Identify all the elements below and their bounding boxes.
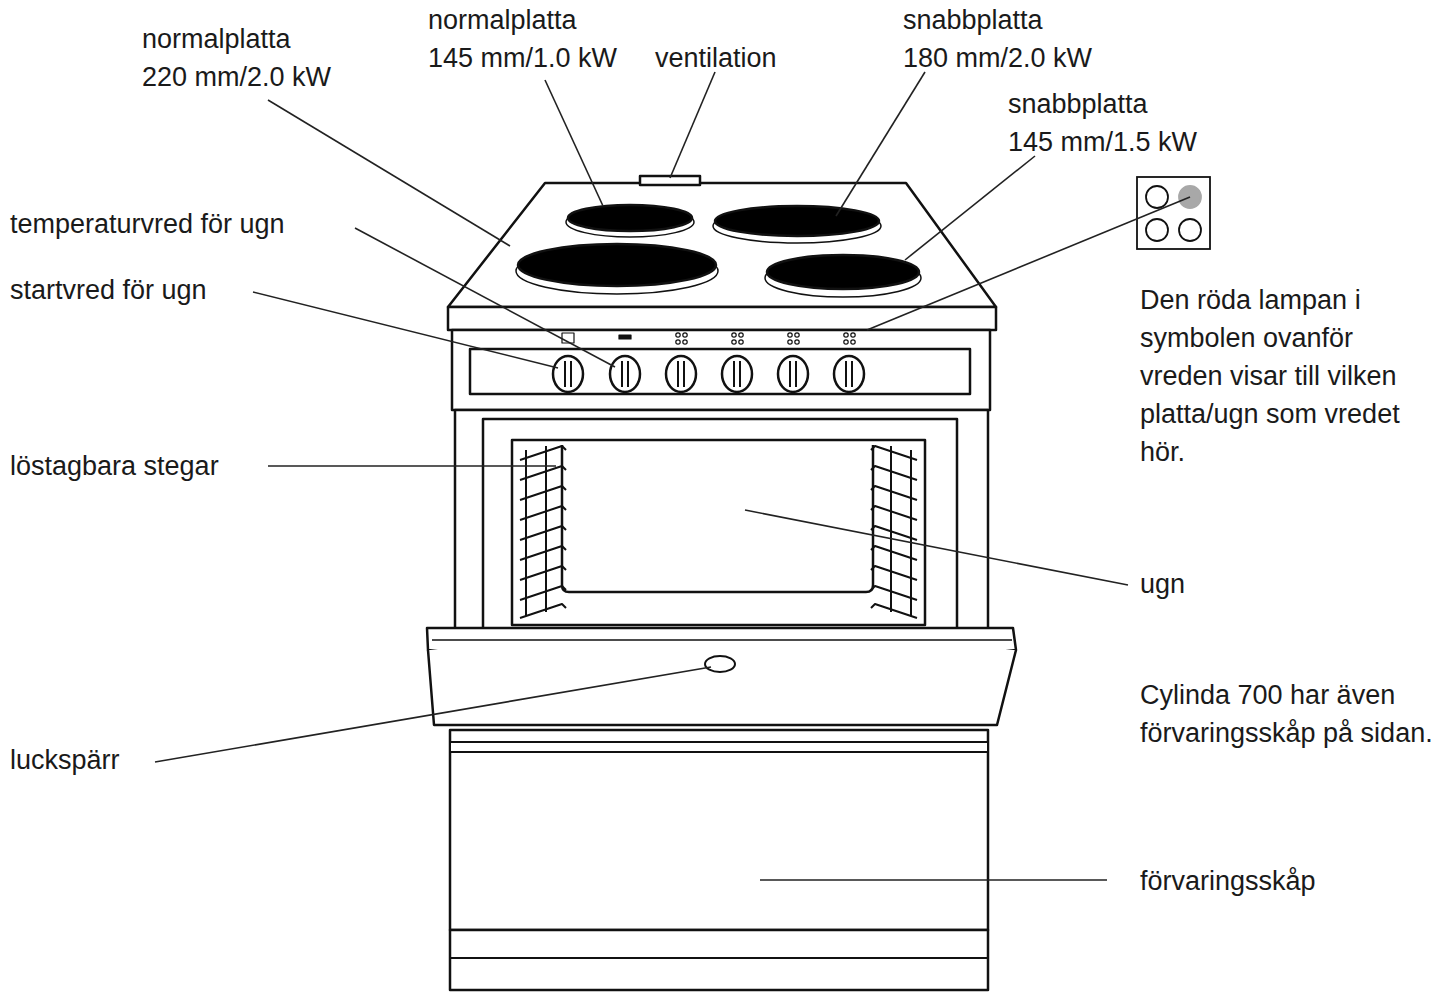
leader-lines [155, 72, 1190, 880]
knob [778, 356, 808, 392]
leader-line [905, 156, 1035, 260]
part-label: snabbplatta 180 mm/2.0 kW [903, 1, 1095, 77]
part-label: temperaturvred för ugn [10, 205, 285, 243]
part-label: Den röda lampan i symbolen ovanför vrede… [1140, 281, 1412, 471]
knob-grip [734, 361, 740, 387]
knobs [553, 356, 864, 392]
leader-line [670, 72, 715, 178]
part-label: ugn [1140, 565, 1185, 603]
leader-line [355, 228, 615, 367]
door-lock [705, 656, 735, 672]
knob [666, 356, 696, 392]
oven-door-front [428, 650, 1016, 725]
leader-line [745, 510, 1128, 585]
storage-drawer [450, 730, 988, 930]
leader-line [836, 72, 925, 216]
oven-body [455, 410, 988, 632]
oven-symbol [619, 335, 631, 339]
part-label: luckspärr [10, 741, 120, 779]
leader-line [155, 667, 711, 762]
knob [610, 356, 640, 392]
knob-grip [565, 361, 571, 387]
hotplate [767, 255, 919, 289]
knob-symbols [562, 333, 855, 344]
knob [553, 356, 583, 392]
oven-opening [483, 419, 957, 629]
control-panel [452, 330, 990, 410]
knob-grip [622, 361, 628, 387]
leader-line [545, 80, 603, 206]
drawer-handle [450, 742, 988, 752]
part-label: normalplatta 145 mm/1.0 kW [428, 1, 620, 77]
part-label: snabbplatta 145 mm/1.5 kW [1008, 85, 1200, 161]
leader-line [268, 100, 510, 246]
knob [834, 356, 864, 392]
knob-grip [846, 361, 852, 387]
part-label: startvred för ugn [10, 271, 207, 309]
part-label: Cylinda 700 har även förvaringsskåp på s… [1140, 676, 1440, 752]
knob-grip [790, 361, 796, 387]
symbol-box [1137, 177, 1210, 249]
cooktop [448, 183, 996, 307]
hotplate [715, 206, 879, 236]
part-label: löstagbara stegar [10, 447, 219, 485]
plinth [450, 930, 988, 990]
lamp-symbol [1137, 177, 1210, 249]
hotplates [516, 205, 921, 297]
knob [722, 356, 752, 392]
knob-grip [678, 361, 684, 387]
leader-line [760, 879, 1107, 881]
part-label: förvaringsskåp [1140, 862, 1316, 900]
leader-line [253, 292, 558, 368]
part-label: normalplatta 220 mm/2.0 kW [142, 20, 334, 96]
part-label: ventilation [655, 39, 777, 77]
hotplate [518, 244, 716, 286]
hotplate [568, 205, 692, 231]
leader-line [268, 465, 556, 467]
control-panel-inset [470, 349, 970, 394]
oven-back [562, 445, 873, 592]
stove-body [427, 176, 1016, 990]
